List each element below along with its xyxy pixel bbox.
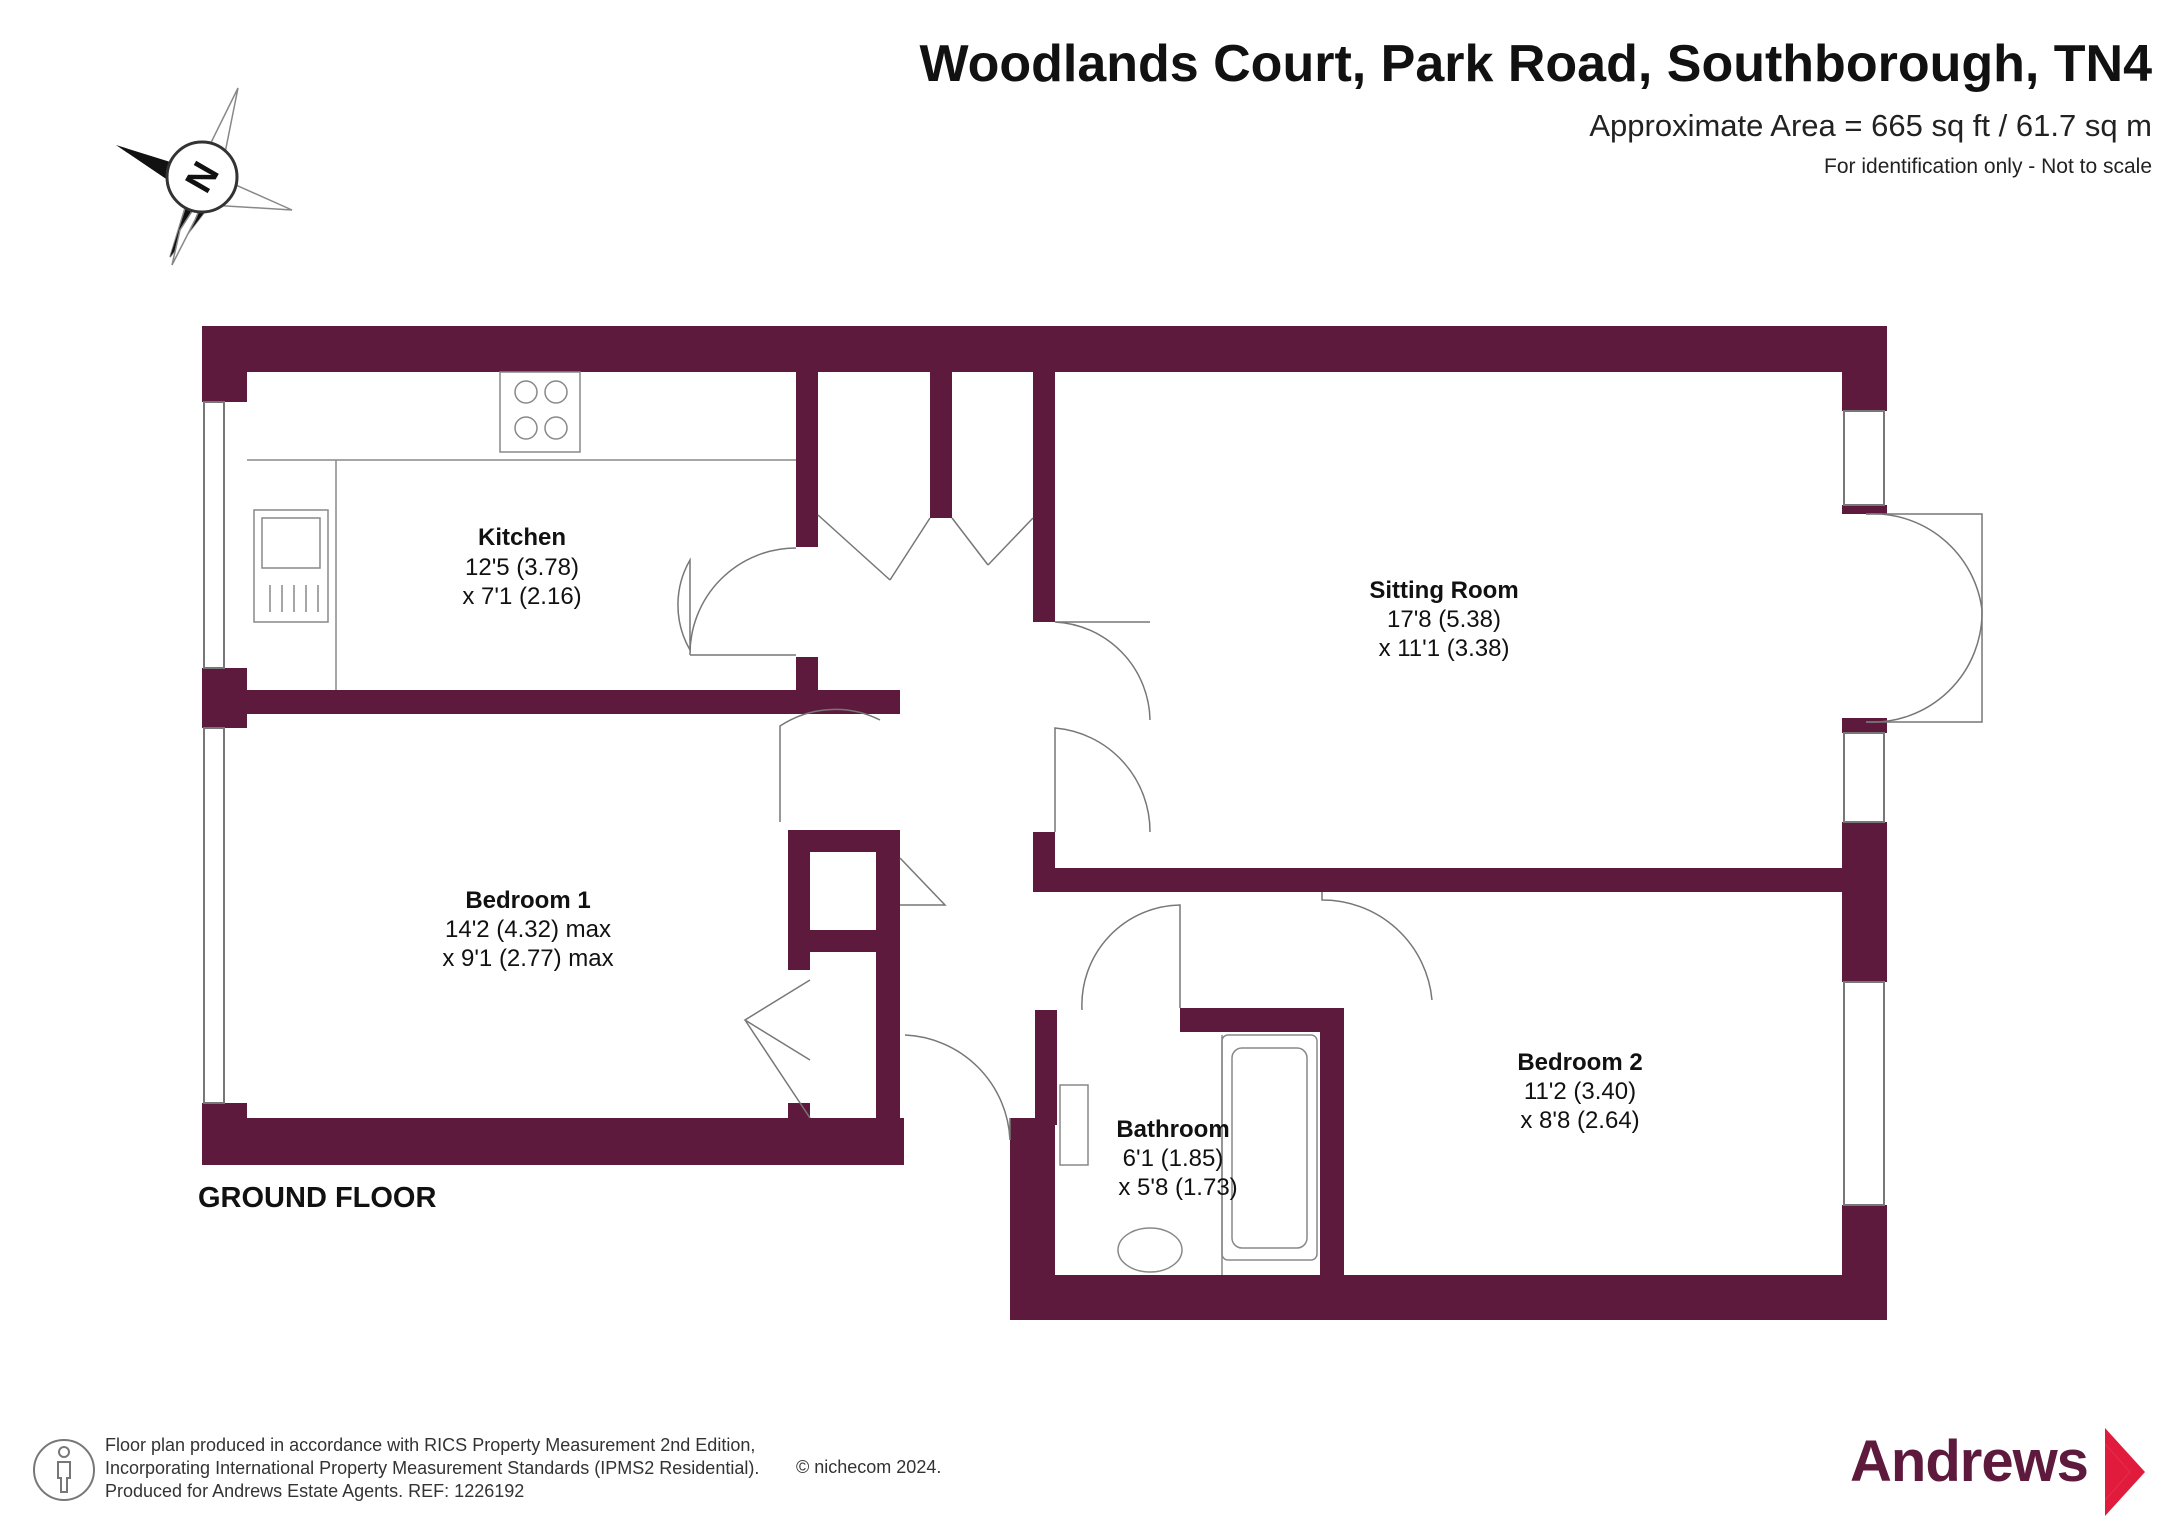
room-sitting-room: Sitting Room 17'8 (5.38) x 11'1 (3.38) — [1369, 577, 1518, 662]
room-dimension: x 7'1 (2.16) — [462, 583, 581, 610]
hob-icon — [499, 371, 581, 453]
room-dimension: 6'1 (1.85) — [1123, 1145, 1224, 1172]
room-dimension: x 11'1 (3.38) — [1379, 635, 1510, 662]
disclaimer-note: For identification only - Not to scale — [1824, 155, 2152, 178]
room-name: Bedroom 2 — [1517, 1049, 1642, 1076]
room-dimension: 11'2 (3.40) — [1524, 1078, 1636, 1105]
washbasin-icon — [1117, 1227, 1183, 1273]
room-dimension: 12'5 (3.78) — [465, 554, 579, 581]
room-dimension: 17'8 (5.38) — [1387, 606, 1501, 633]
room-name: Sitting Room — [1369, 577, 1518, 604]
room-dimension: 14'2 (4.32) max — [445, 916, 611, 943]
room-dimension: x 5'8 (1.73) — [1118, 1174, 1237, 1201]
room-name: Bathroom — [1116, 1116, 1229, 1143]
bathroom-fittings — [1059, 1034, 1318, 1275]
door-swings — [677, 513, 1983, 1141]
bath-icon — [1221, 1034, 1318, 1261]
room-dimension: x 8'8 (2.64) — [1520, 1107, 1639, 1134]
kitchen-fittings — [247, 371, 796, 690]
toilet-icon — [1059, 1084, 1089, 1166]
person-icon — [33, 1439, 95, 1501]
approximate-area: Approximate Area = 665 sq ft / 61.7 sq m — [1589, 108, 2152, 143]
andrews-chevron-logo-icon — [2105, 1428, 2145, 1516]
room-kitchen: Kitchen 12'5 (3.78) x 7'1 (2.16) — [462, 524, 581, 610]
footer-line: Produced for Andrews Estate Agents. REF:… — [105, 1481, 525, 1501]
brand-logo: Andrews — [1850, 1429, 2089, 1494]
room-name: Kitchen — [478, 524, 566, 551]
room-name: Bedroom 1 — [465, 887, 590, 914]
room-bedroom-2: Bedroom 2 11'2 (3.40) x 8'8 (2.64) — [1517, 1049, 1642, 1134]
room-bedroom-1: Bedroom 1 14'2 (4.32) max x 9'1 (2.77) m… — [442, 887, 613, 972]
footer-notes: Floor plan produced in accordance with R… — [105, 1434, 759, 1503]
sink-icon — [253, 509, 329, 623]
floor-label: GROUND FLOOR — [198, 1182, 437, 1214]
room-bathroom: Bathroom 6'1 (1.85) x 5'8 (1.73) — [1116, 1116, 1237, 1201]
windows — [203, 401, 1885, 1206]
walls — [202, 326, 1887, 1320]
room-dimension: x 9'1 (2.77) max — [442, 945, 613, 972]
page-title: Woodlands Court, Park Road, Southborough… — [919, 35, 2152, 93]
north-compass-icon: N — [116, 87, 293, 266]
copyright: © nichecom 2024. — [796, 1457, 942, 1477]
footer-line: Incorporating International Property Mea… — [105, 1458, 760, 1478]
footer-line: Floor plan produced in accordance with R… — [105, 1435, 756, 1455]
